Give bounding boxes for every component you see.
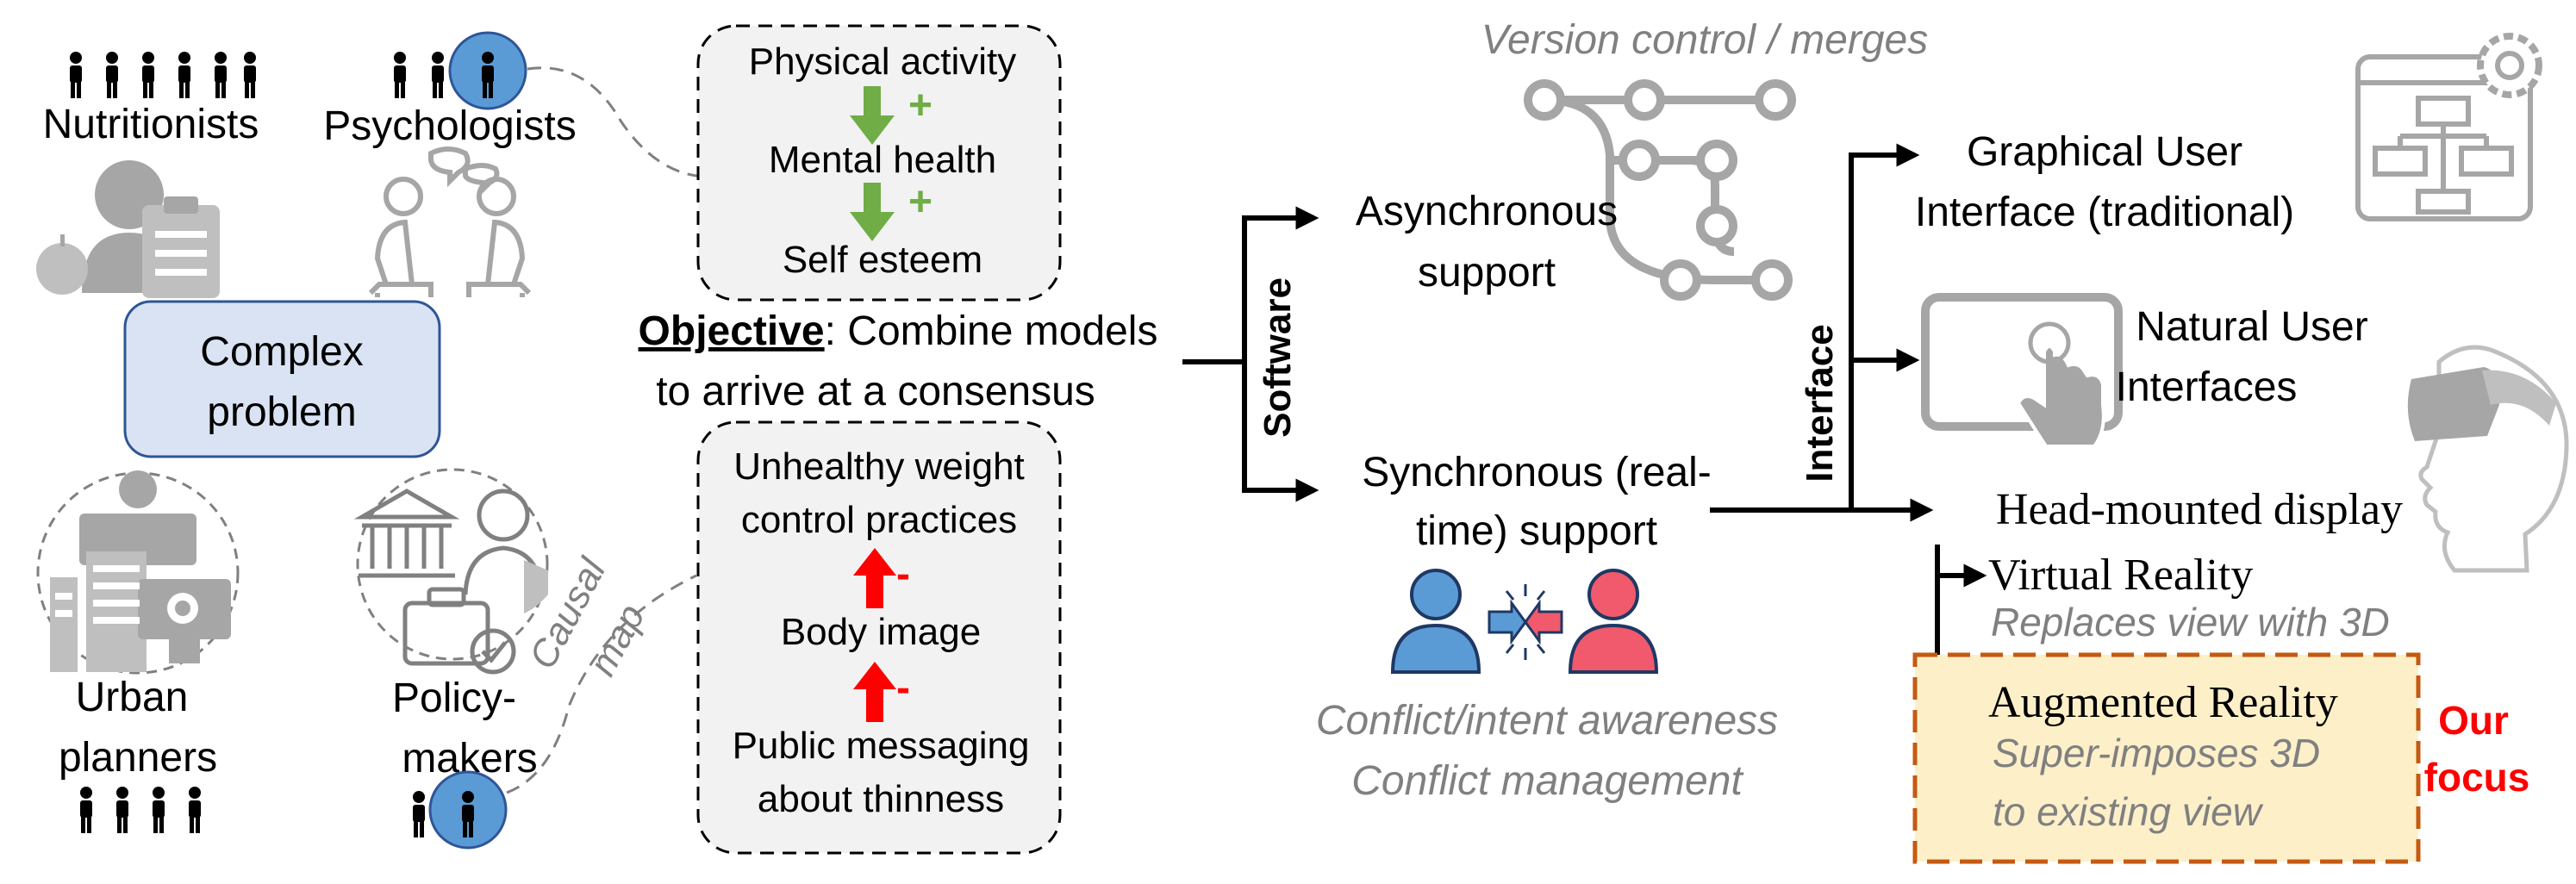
ar-desc-line-2: to existing view — [1993, 789, 2264, 834]
nutritionists-group: Nutritionists — [36, 52, 259, 298]
therapy-session-icon — [368, 146, 532, 297]
urban-planners-group: Urban planners — [36, 470, 240, 833]
vr-label: Virtual Reality — [1988, 551, 2253, 600]
model-top-item-1: Physical activity — [749, 40, 1017, 83]
problem-line-1: Complex — [200, 329, 363, 375]
gear-icon — [2477, 33, 2542, 98]
objective-label: Objective — [639, 308, 825, 354]
model-top-sign-1: + — [908, 83, 932, 128]
objective-rest: : Combine models — [825, 308, 1158, 354]
negative-arrow-icon — [853, 548, 896, 608]
positive-arrow-icon — [850, 183, 895, 241]
urban-label-line-2: planners — [59, 735, 217, 781]
connector-bottom — [506, 574, 697, 794]
ar-label: Augmented Reality — [1988, 678, 2338, 727]
urban-label-line-1: Urban — [76, 675, 189, 720]
sync-label-line-1: Synchronous (real- — [1362, 450, 1712, 495]
people-icon — [413, 791, 425, 837]
policy-label-line-1: Policy- — [392, 675, 516, 721]
objective-line-2: to arrive at a consensus — [656, 369, 1095, 414]
version-control-icon — [1524, 79, 1796, 301]
negative-arrow-icon — [853, 662, 896, 722]
model-bottom-item-1b: control practices — [741, 499, 1017, 541]
interface-label: Interface — [1799, 324, 1841, 482]
gui-label-line-1: Graphical User — [1967, 129, 2242, 175]
svg-text:Objective: Combine models: Objective: Combine models — [639, 308, 1158, 354]
nutritionists-label: Nutritionists — [43, 102, 259, 147]
model-top-item-2: Mental health — [769, 139, 996, 181]
model-bottom-item-2: Body image — [781, 611, 981, 653]
model-top-sign-2: + — [908, 179, 932, 225]
nui-label-line-2: Interfaces — [2116, 364, 2298, 410]
government-icon — [353, 468, 549, 675]
sync-label-line-2: time) support — [1416, 508, 1657, 554]
psychologists-label: Psychologists — [323, 103, 576, 149]
psychologist-badge-icon — [448, 31, 527, 110]
problem-line-2: problem — [207, 389, 356, 435]
touch-tablet-icon — [1921, 293, 2123, 448]
interface-branch — [1710, 143, 1934, 522]
ar-desc-line-1: Super-imposes 3D — [1993, 731, 2320, 775]
nutritionist-icon — [36, 160, 220, 298]
vr-desc: Replaces view with 3D — [1991, 600, 2390, 644]
vr-headset-icon — [2407, 345, 2569, 573]
hmd-label: Head-mounted display — [1996, 485, 2403, 534]
model-top-item-3: Self esteem — [783, 239, 982, 281]
model-bottom-box: Unhealthy weight control practices - Bod… — [696, 420, 1062, 855]
conflict-label-line-2: Conflict management — [1351, 758, 1743, 804]
async-label-line-2: support — [1418, 250, 1556, 296]
conflict-icon — [1390, 569, 1659, 674]
people-icon — [394, 52, 444, 98]
model-bottom-item-3b: about thinness — [758, 778, 1004, 820]
model-top-box: Physical activity + Mental health + Self… — [696, 24, 1062, 302]
policy-makers-group: Policy- makers — [353, 468, 549, 850]
focus-label-line-2: focus — [2424, 755, 2530, 800]
objective-text: Objective: Combine models to arrive at a… — [639, 308, 1158, 414]
conflict-label-line-1: Conflict/intent awareness — [1316, 698, 1778, 744]
complex-problem-box: Complex problem — [123, 300, 441, 458]
psychologists-group: Psychologists — [323, 31, 577, 297]
async-label-line-1: Asynchronous — [1356, 189, 1618, 234]
people-icon — [70, 52, 256, 98]
model-bottom-sign-1: - — [896, 551, 910, 597]
version-control-label: Version control / merges — [1481, 17, 1928, 63]
focus-box — [1912, 652, 2421, 864]
focus-label-line-1: Our — [2438, 698, 2509, 743]
software-label: Software — [1257, 277, 1299, 438]
gui-window-icon — [2355, 54, 2533, 221]
positive-arrow-icon — [850, 86, 895, 145]
city-planning-icon — [36, 470, 240, 675]
people-icon — [80, 787, 201, 833]
model-bottom-sign-2: - — [896, 665, 910, 711]
model-bottom-item-3a: Public messaging — [733, 725, 1030, 767]
nui-label-line-1: Natural User — [2136, 304, 2367, 350]
model-bottom-item-1a: Unhealthy weight — [733, 445, 1025, 488]
connector-top — [527, 66, 703, 178]
gui-label-line-2: Interface (traditional) — [1915, 190, 2294, 235]
policy-badge-icon — [428, 770, 508, 850]
software-branch — [1182, 206, 1319, 502]
